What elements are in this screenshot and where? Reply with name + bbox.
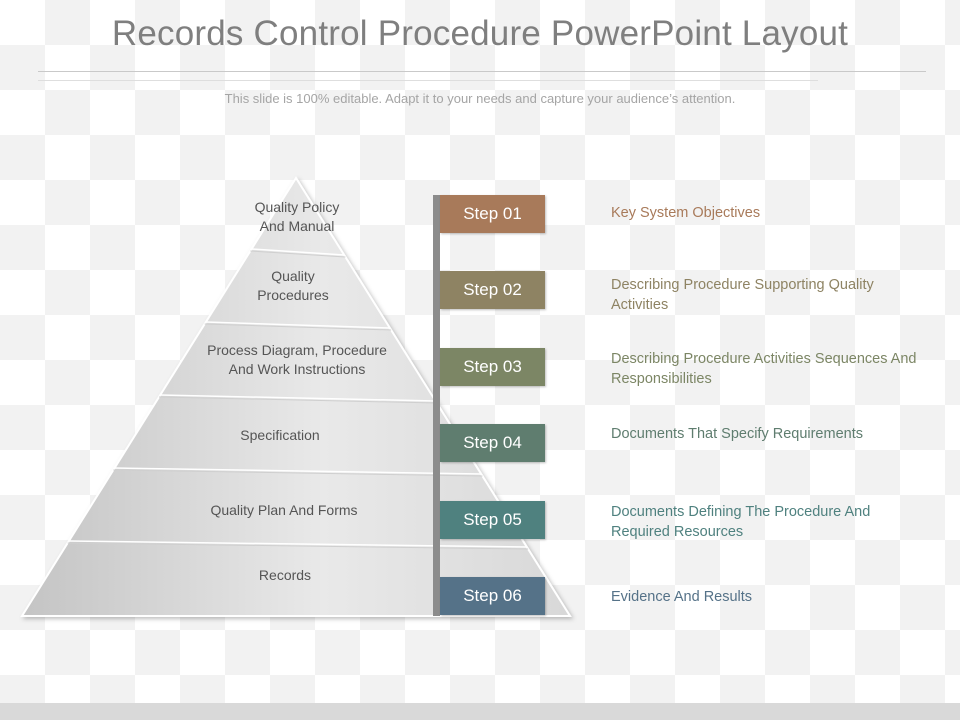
step-description: Describing Procedure Supporting Quality …: [611, 277, 874, 313]
pyramid-level-divider: [251, 248, 345, 256]
step-divider-bar: [433, 195, 440, 616]
step-description: Documents That Specify Requirements: [611, 426, 863, 442]
pyramid-level-shadow: [250, 250, 346, 258]
title-divider-secondary: [38, 80, 818, 81]
step-badge: Step 01: [440, 195, 545, 233]
step-badge: Step 03: [440, 348, 545, 386]
slide-subtitle: This slide is 100% editable. Adapt it to…: [224, 91, 736, 106]
pyramid-level-shadow: [204, 323, 392, 331]
pyramid-level-label: Records: [258, 567, 312, 583]
step-description: Key System Objectives: [611, 205, 761, 221]
pyramid-level-divider: [114, 467, 482, 475]
pyramid-level-label: Quality Plan And Forms: [210, 502, 358, 518]
pyramid-level-label: Quality Procedures: [257, 268, 329, 303]
step-description: Describing Procedure Activities Sequence…: [611, 351, 917, 387]
footer-band: [0, 703, 960, 720]
pyramid-level-shadow: [67, 542, 529, 550]
pyramid-level-label: Specification: [240, 427, 320, 443]
pyramid-level-label: Quality Policy And Manual: [254, 199, 340, 234]
pyramid-shape: [20, 176, 572, 617]
step-description: Documents Defining The Procedure And Req…: [611, 504, 871, 540]
pyramid-level-shadow: [158, 396, 437, 404]
step-badge: Step 05: [440, 501, 545, 539]
slide-title: Records Control Procedure PowerPoint Lay…: [111, 14, 849, 53]
step-description: Evidence And Results: [611, 589, 753, 605]
step-badge: Step 02: [440, 271, 545, 309]
step-badge: Step 04: [440, 424, 545, 462]
pyramid-level-shadow: [113, 469, 483, 477]
step-badge: Step 06: [440, 577, 545, 615]
pyramid-level-divider: [205, 321, 390, 329]
title-divider: [38, 71, 926, 72]
pyramid-level-divider: [68, 540, 527, 548]
pyramid-level-divider: [160, 394, 436, 402]
pyramid-level-label: Process Diagram, Procedure And Work Inst…: [207, 342, 387, 377]
